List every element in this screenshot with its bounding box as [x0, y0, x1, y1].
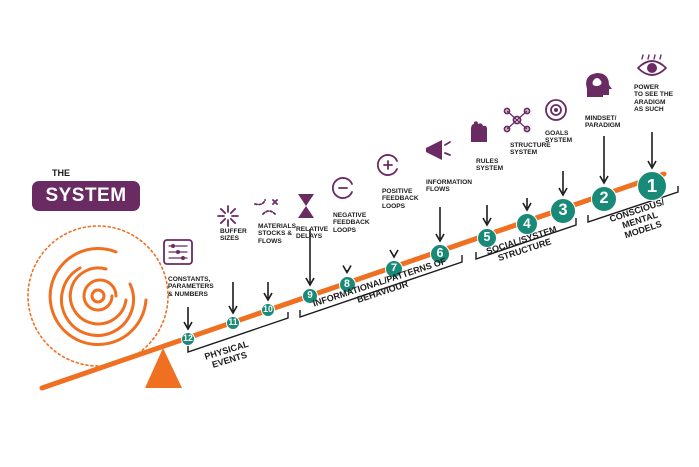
target-icon	[545, 99, 567, 121]
label-constants-parameters-numbers: CONSTANTS, PARAMETERS & NUMBERS	[168, 276, 214, 298]
title-system-badge: SYSTEM	[32, 181, 140, 211]
arrow-positive-feedback-loops	[389, 249, 399, 259]
flow-path-icon	[254, 199, 278, 215]
eye-icon	[637, 54, 667, 76]
megaphone-icon	[426, 140, 451, 160]
bracket-conscious	[587, 186, 679, 223]
leverage-number-3: 3	[550, 198, 576, 224]
leverage-number-5: 5	[477, 228, 497, 248]
title-the: THE	[52, 168, 70, 178]
bracket-social	[475, 218, 577, 260]
arrow-relative-delays	[305, 229, 315, 287]
label-mindset-paradigm: MINDSET/ PARADIGM	[585, 115, 621, 130]
leverage-number-8: 8	[338, 275, 356, 293]
arrow-structure-system	[522, 198, 532, 212]
minus-loop-icon	[332, 177, 353, 199]
arrow-negative-feedback-loops	[342, 265, 352, 275]
leverage-number-9: 9	[302, 288, 318, 304]
leverage-number-7: 7	[385, 260, 403, 278]
label-power-to-see-the-aradigm-as-such: POWER TO SEE THE ARADIGM AS SUCH	[634, 84, 674, 114]
hourglass-icon	[298, 194, 314, 218]
leverage-number-11: 11	[226, 316, 240, 330]
label-materials-stocks-flows: MATERIALS STOCKS & FLOWS	[258, 223, 296, 245]
head-icon	[586, 73, 612, 97]
label-negative-feedback-loops: NEGATIVE FEEDBACK LOOPS	[333, 212, 370, 234]
plus-loop-icon	[377, 154, 398, 176]
leverage-number-4: 4	[516, 213, 538, 235]
leverage-number-12: 12	[181, 332, 195, 346]
arrow-power-to-see-the-aradigm-as-such	[647, 132, 657, 170]
hand-icon	[471, 121, 487, 142]
arrow-rules-system	[482, 205, 492, 227]
label-positive-feedback-loops: POSITIVE FEEDBACK LOOPS	[382, 188, 419, 210]
bracket-physical-events	[187, 312, 289, 353]
spiral-icon	[27, 225, 169, 367]
arrow-buffer-sizes	[228, 282, 238, 315]
burst-icon	[217, 205, 239, 227]
arrow-materials-stocks-flows	[263, 282, 273, 302]
arrow-information-flows	[435, 207, 445, 243]
label-goals-system: GOALS SYSTEM	[545, 130, 573, 145]
label-buffer-sizes: BUFFER SIZES	[220, 228, 247, 243]
sliders-icon	[163, 239, 193, 265]
label-information-flows: INFORMATION FLOWS	[426, 179, 473, 194]
fulcrum-triangle	[145, 348, 182, 388]
arrow-constants-parameters-numbers	[183, 307, 193, 331]
arrow-goals-system	[558, 171, 568, 197]
leverage-number-2: 2	[591, 186, 617, 212]
arrow-mindset-paradigm	[599, 136, 609, 185]
leverage-number-1: 1	[637, 171, 667, 201]
network-icon	[503, 107, 531, 133]
bracket-informational	[299, 255, 463, 318]
leverage-number-10: 10	[261, 303, 275, 317]
label-relative-delays: RELATIVE DELAYS	[296, 226, 329, 241]
label-structure-system: STRUCTURE SYSTEM	[510, 142, 551, 157]
leverage-number-6: 6	[430, 244, 450, 264]
label-rules-system: RULES SYSTEM	[476, 158, 504, 173]
